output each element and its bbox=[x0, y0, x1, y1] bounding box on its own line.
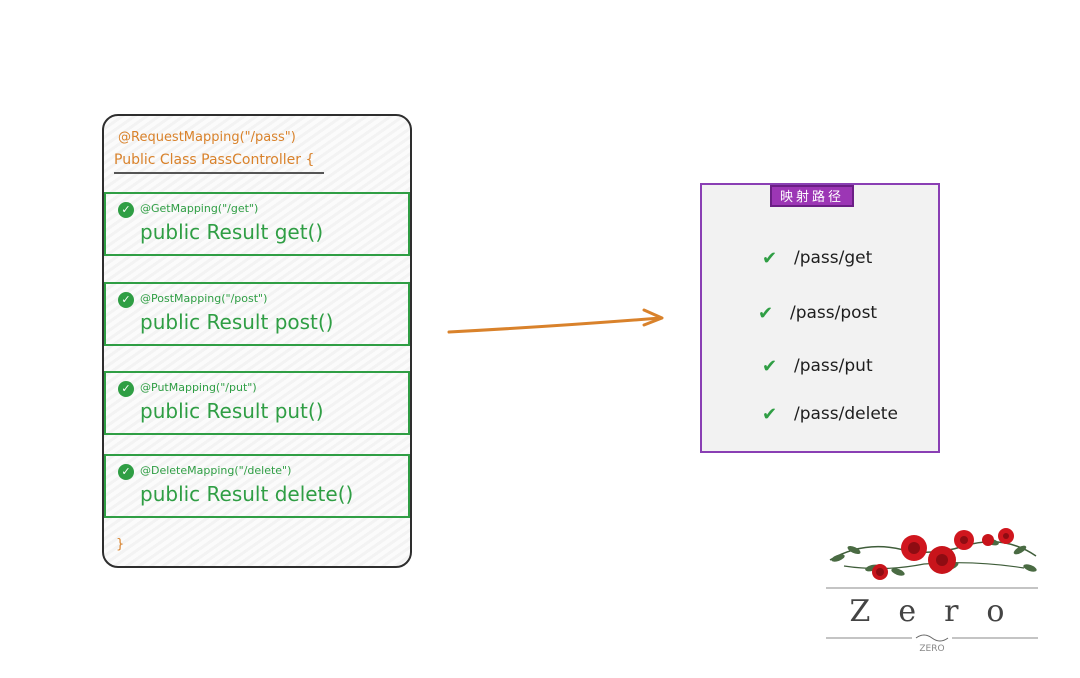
check-circle-icon: ✓ bbox=[118, 464, 134, 480]
method-box-get: ✓ @GetMapping("/get") public Result get(… bbox=[104, 192, 410, 256]
checkmark-icon: ✔ bbox=[762, 403, 778, 425]
method-signature: public Result get() bbox=[140, 220, 324, 244]
logo-word: Zero bbox=[849, 594, 1033, 629]
path-text: /pass/put bbox=[794, 356, 873, 376]
closing-brace: } bbox=[116, 537, 125, 552]
mapping-arrow bbox=[447, 316, 662, 334]
class-declaration: Public Class PassController { bbox=[114, 152, 324, 174]
zero-logo: Zero ZERO bbox=[824, 520, 1040, 660]
request-mapping-annotation: @RequestMapping("/pass") bbox=[118, 130, 296, 145]
rose-garland-icon bbox=[826, 528, 1038, 642]
arrow-head bbox=[642, 308, 664, 327]
checkmark-icon: ✔ bbox=[762, 247, 778, 269]
path-item: ✔ /pass/delete bbox=[762, 401, 898, 427]
method-signature: public Result delete() bbox=[140, 482, 354, 506]
mapped-paths-panel: 映射路径 ✔ /pass/get ✔ /pass/post ✔ /pass/pu… bbox=[700, 183, 940, 453]
check-circle-icon: ✓ bbox=[118, 292, 134, 308]
method-signature: public Result put() bbox=[140, 399, 324, 423]
check-circle-icon: ✓ bbox=[118, 381, 134, 397]
check-circle-icon: ✓ bbox=[118, 202, 134, 218]
method-mapping: @PostMapping("/post") bbox=[140, 292, 268, 305]
logo-subtitle: ZERO bbox=[919, 644, 945, 654]
path-text: /pass/delete bbox=[794, 404, 898, 424]
controller-class-card: @RequestMapping("/pass") Public Class Pa… bbox=[102, 114, 412, 568]
checkmark-icon: ✔ bbox=[762, 355, 778, 377]
method-box-delete: ✓ @DeleteMapping("/delete") public Resul… bbox=[104, 454, 410, 518]
path-text: /pass/get bbox=[794, 248, 873, 268]
path-item: ✔ /pass/put bbox=[762, 353, 873, 379]
method-mapping: @PutMapping("/put") bbox=[140, 381, 257, 394]
method-mapping: @GetMapping("/get") bbox=[140, 202, 259, 215]
path-item: ✔ /pass/post bbox=[758, 300, 877, 326]
paths-panel-title: 映射路径 bbox=[770, 185, 855, 207]
checkmark-icon: ✔ bbox=[758, 302, 774, 324]
method-box-post: ✓ @PostMapping("/post") public Result po… bbox=[104, 282, 410, 346]
method-box-put: ✓ @PutMapping("/put") public Result put(… bbox=[104, 371, 410, 435]
path-item: ✔ /pass/get bbox=[762, 245, 872, 271]
method-signature: public Result post() bbox=[140, 310, 334, 334]
path-text: /pass/post bbox=[790, 303, 878, 323]
method-mapping: @DeleteMapping("/delete") bbox=[140, 464, 292, 477]
